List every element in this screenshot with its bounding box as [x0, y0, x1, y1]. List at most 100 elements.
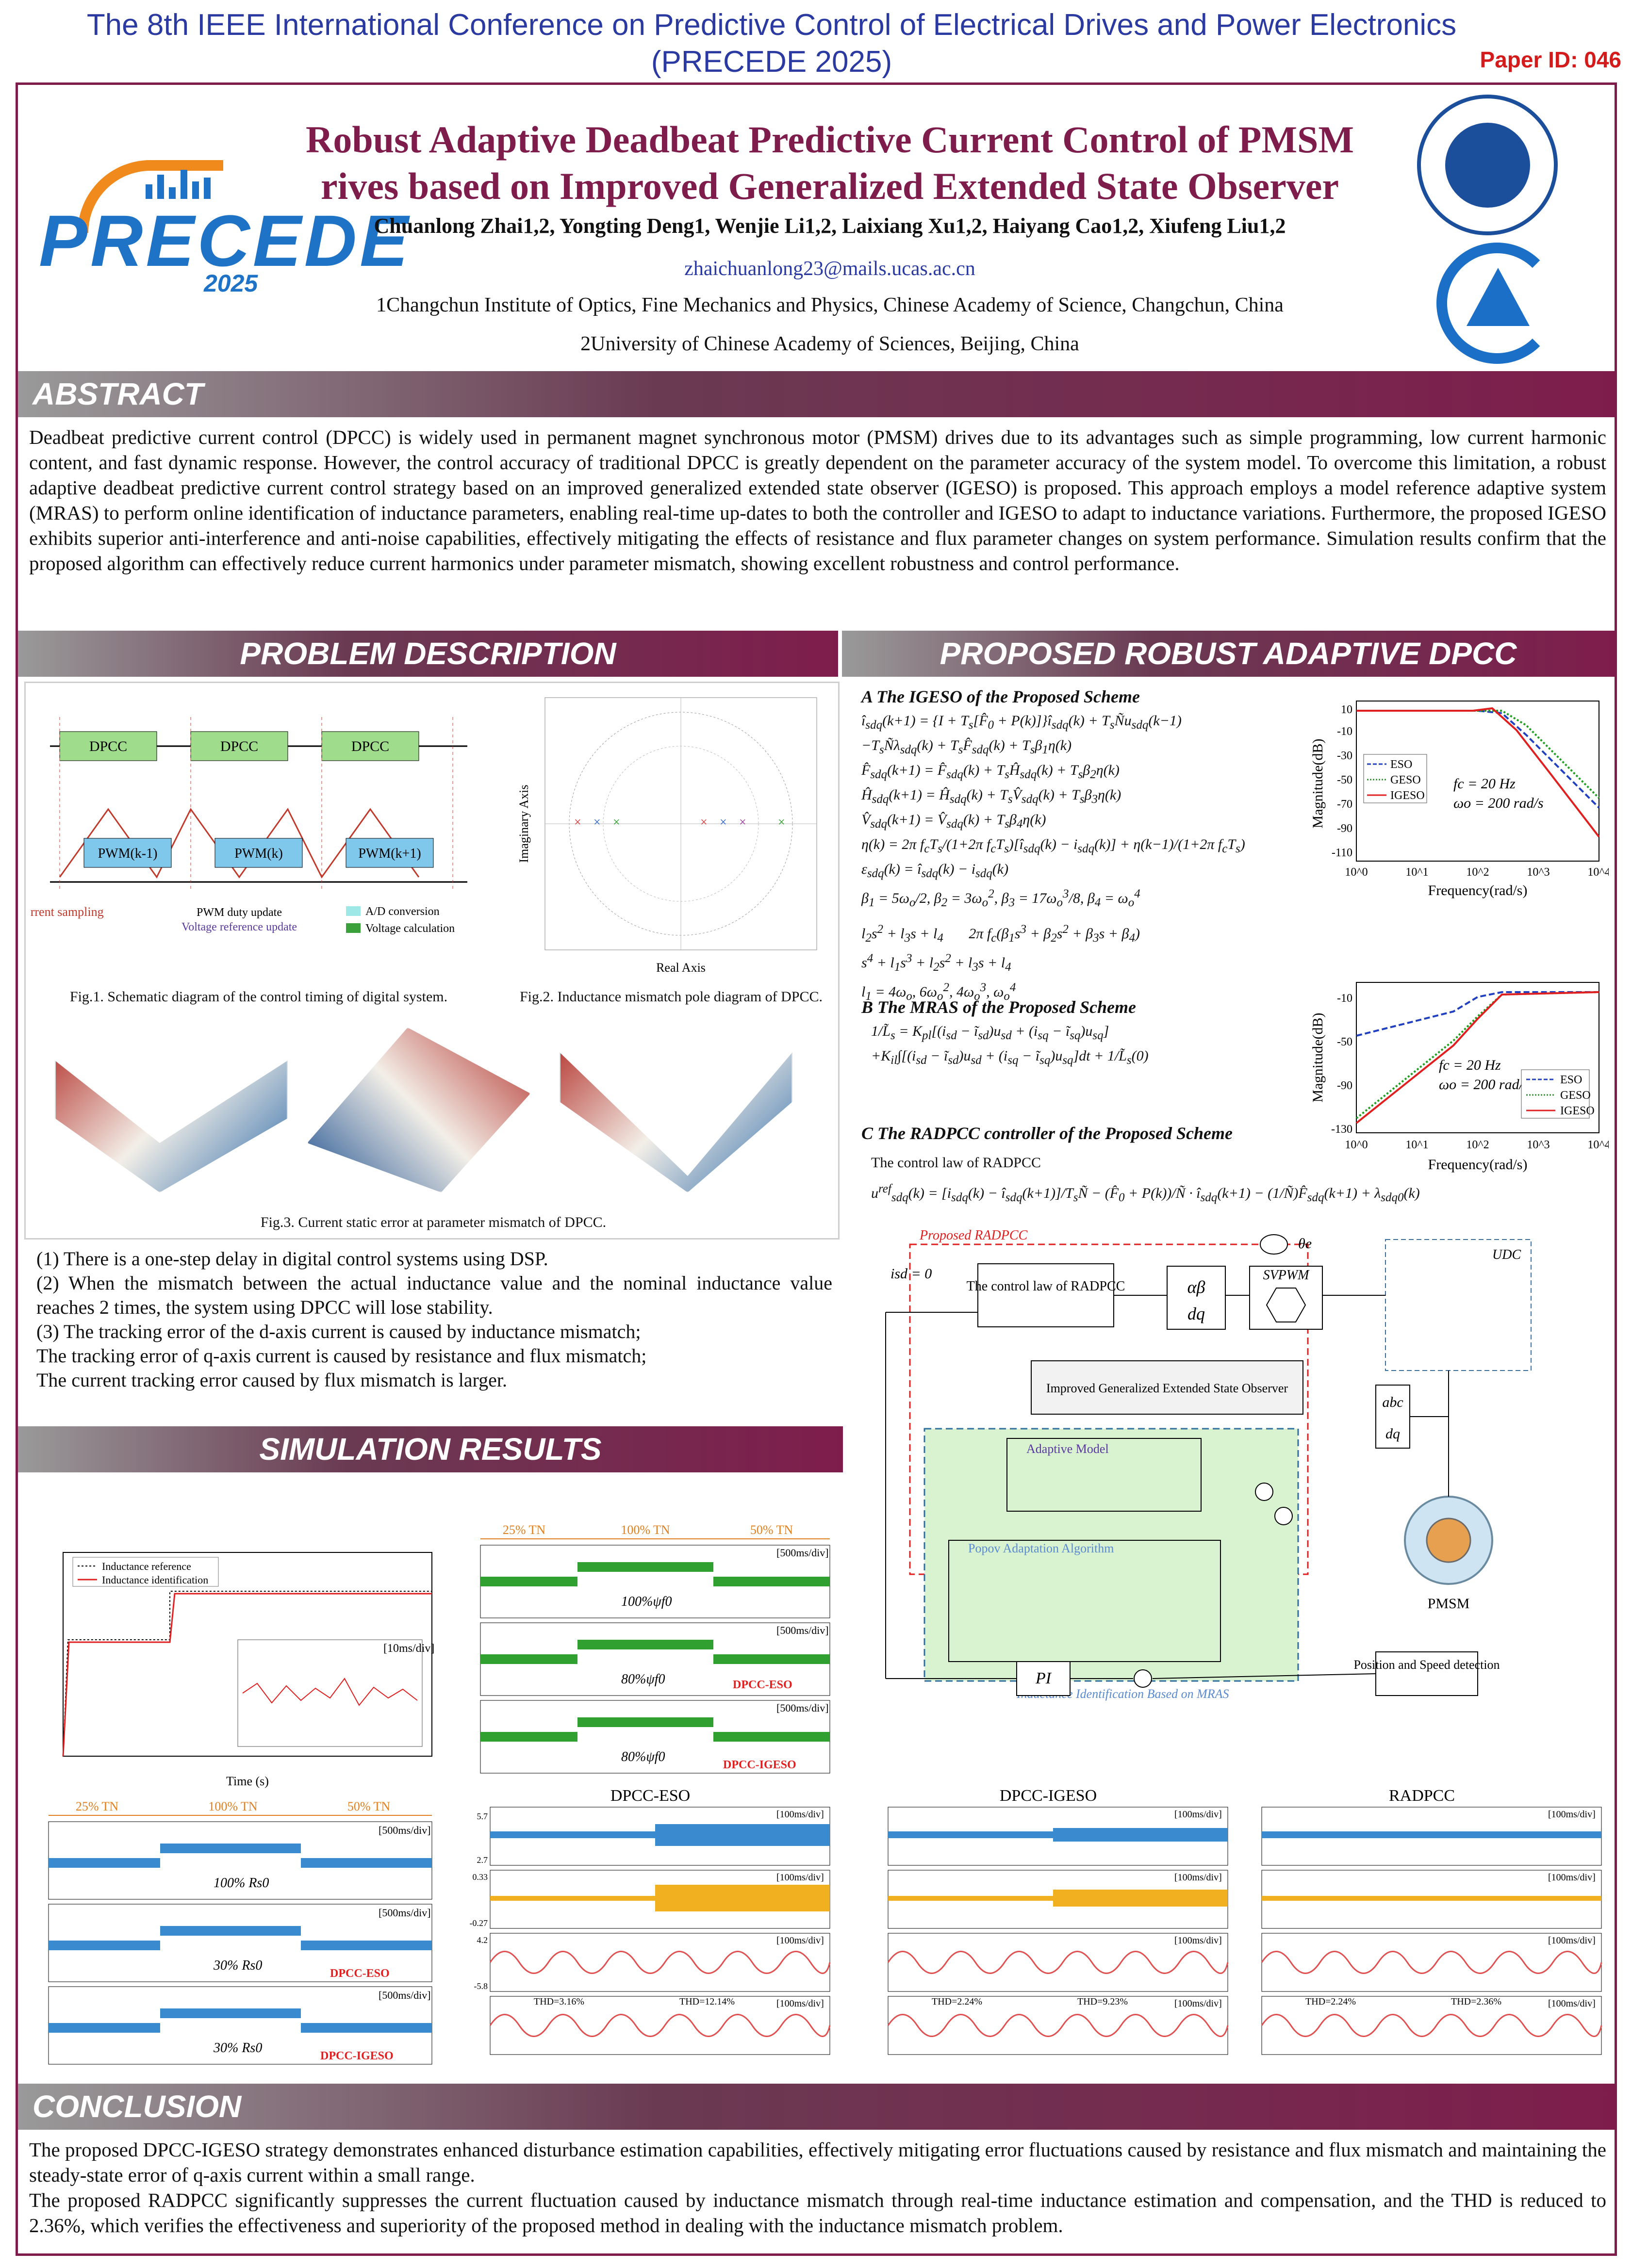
svg-text:30% Rs0: 30% Rs0 — [213, 2040, 262, 2056]
svg-text:-0.27: -0.27 — [470, 1918, 488, 1928]
surface-plot-1 — [55, 1061, 288, 1192]
svg-text:×: × — [739, 815, 746, 829]
svg-text:-50: -50 — [1337, 774, 1352, 786]
svg-text:[10ms/div]: [10ms/div] — [383, 1642, 434, 1655]
svg-text:DPCC-IGESO: DPCC-IGESO — [723, 1759, 796, 1771]
inverter-box — [1385, 1239, 1532, 1371]
svg-text:Inductance reference: Inductance reference — [102, 1560, 191, 1572]
institute-logo-icon — [1436, 243, 1558, 364]
pwm-carrier — [59, 808, 420, 879]
eso-curve — [1356, 710, 1600, 809]
svg-text:IGESO: IGESO — [1390, 789, 1425, 802]
svg-text:PMSM: PMSM — [1428, 1596, 1470, 1612]
svg-text:[100ms/div]: [100ms/div] — [1548, 1935, 1596, 1946]
voltage-calc-swatch — [346, 923, 361, 933]
svg-text:ESO: ESO — [1560, 1074, 1582, 1086]
svg-text:-130: -130 — [1331, 1123, 1352, 1136]
svg-text:Proposed RADPCC: Proposed RADPCC — [919, 1228, 1027, 1243]
email-link[interactable]: zhaichuanlong23@mails.ucas.ac.cn — [684, 258, 975, 280]
column-dpcc-eso: DPCC-ESO [100ms/div] [100ms/div] [100ms/… — [470, 1787, 831, 2055]
svg-text:DPCC-IGESO: DPCC-IGESO — [1000, 1787, 1097, 1805]
point-5: The current tracking error caused by flu… — [36, 1369, 508, 1391]
svg-text:fc = 20 Hz: fc = 20 Hz — [1453, 776, 1516, 792]
svg-text:Popov Adaptation Algorithm: Popov Adaptation Algorithm — [968, 1541, 1114, 1555]
svg-text:THD=3.16%: THD=3.16% — [534, 1996, 584, 2007]
svg-text:10: 10 — [1341, 703, 1352, 716]
svg-text:DPCC-ESO: DPCC-ESO — [733, 1679, 792, 1691]
svg-text:[500ms/div]: [500ms/div] — [776, 1624, 829, 1636]
svg-text:100%ψf0: 100%ψf0 — [621, 1594, 672, 1609]
svg-text:[500ms/div]: [500ms/div] — [776, 1547, 829, 1559]
svg-text:isd = 0: isd = 0 — [890, 1266, 932, 1282]
svg-text:10^3: 10^3 — [1527, 866, 1550, 879]
abstract-text: Deadbeat predictive current control (DPC… — [29, 426, 1606, 574]
svg-text:THD=9.23%: THD=9.23% — [1077, 1996, 1128, 2007]
svg-text:[500ms/div]: [500ms/div] — [379, 1824, 431, 1836]
pole-xlabel: Real Axis — [656, 961, 706, 975]
surface-plots — [35, 1018, 831, 1212]
bode-ylabel-top: Magnitude(dB) — [1310, 739, 1326, 829]
svg-text:ωo = 200 rad/s: ωo = 200 rad/s — [1453, 795, 1544, 811]
legend-pwm-duty: PWM duty update — [197, 906, 282, 919]
triangle-icon — [1467, 268, 1530, 326]
dpcc-label-3: DPCC — [351, 738, 389, 754]
svg-text:10^4: 10^4 — [1587, 866, 1609, 879]
proposed-panel: A The IGESO of the Proposed Scheme îsdq(… — [842, 682, 1615, 1783]
svg-text:[100ms/div]: [100ms/div] — [776, 1872, 824, 1883]
pwm-block-1 — [83, 838, 172, 868]
svg-text:PI: PI — [1035, 1669, 1052, 1687]
timing-diagram: DPCC DPCC DPCC PWM(k-1) PWM(k) PWM(k+1) … — [31, 717, 467, 935]
conclusion-p1: The proposed DPCC-IGESO strategy demonst… — [29, 2138, 1606, 2186]
svg-text:-90: -90 — [1337, 822, 1352, 835]
svg-text:4.2: 4.2 — [477, 1935, 488, 1945]
svg-text:-10: -10 — [1337, 992, 1352, 1005]
conclusion-heading: CONCLUSION — [18, 2084, 1615, 2130]
svg-text:10^2: 10^2 — [1466, 866, 1489, 879]
svg-text:[100ms/div]: [100ms/div] — [1174, 1935, 1222, 1946]
svg-text:[100ms/div]: [100ms/div] — [1174, 1872, 1222, 1883]
svg-text:Time (s): Time (s) — [226, 1774, 269, 1788]
svg-text:-70: -70 — [1337, 798, 1352, 811]
svg-text:10^2: 10^2 — [1466, 1139, 1489, 1151]
svg-text:25% TN: 25% TN — [503, 1523, 546, 1537]
authors: Chuanlong Zhai1,2, Yongting Deng1, Wenji… — [374, 214, 1286, 238]
sub-a: A The IGESO of the Proposed Scheme — [861, 687, 1140, 706]
surface-plot-3 — [560, 1052, 792, 1192]
pwm-label-2: PWM(k) — [234, 846, 283, 861]
paper-title-line2: rives based on Improved Generalized Exte… — [321, 165, 1339, 207]
svg-text:Inductance identification: Inductance identification — [102, 1574, 208, 1586]
svg-text:-5.8: -5.8 — [474, 1981, 488, 1991]
sub-b: B The MRAS of the Proposed Scheme — [861, 997, 1137, 1017]
pwm-block-3 — [346, 838, 434, 868]
svg-text:GESO: GESO — [1560, 1089, 1591, 1102]
pwm-block-2 — [214, 838, 303, 868]
svg-text:[100ms/div]: [100ms/div] — [1174, 1998, 1222, 2009]
igeso-equations: îsdq(k+1) = {I + Ts[F̂0 + P(k)]}îsdq(k) … — [861, 713, 1245, 909]
svg-text:×: × — [720, 815, 727, 829]
inductance-plot: [10ms/div] Inductance reference Inductan… — [62, 1552, 434, 1788]
fig2-caption: Fig.2. Inductance mismatch pole diagram … — [519, 989, 823, 1005]
svg-text:Frequency(rad/s): Frequency(rad/s) — [1428, 1157, 1528, 1173]
paper-title: Robust Adaptive Deadbeat Predictive Curr… — [272, 116, 1388, 210]
dpcc-block-2 — [190, 731, 288, 761]
svg-text:-30: -30 — [1337, 750, 1352, 762]
mras-equations: 1/L̃s = Kpl[(isd − ĩsd)usd + (isq − ĩsq)… — [871, 1023, 1149, 1067]
svg-text:[100ms/div]: [100ms/div] — [776, 1935, 824, 1946]
control-law-label: The control law of RADPCC — [871, 1155, 1041, 1171]
svg-text:25% TN: 25% TN — [76, 1800, 119, 1813]
svg-text:×: × — [574, 815, 581, 829]
svg-text:100% Rs0: 100% Rs0 — [214, 1876, 269, 1891]
svg-text:30% Rs0: 30% Rs0 — [213, 1958, 262, 1973]
svg-text:abc: abc — [1382, 1394, 1403, 1410]
dpcc-block-1 — [59, 731, 157, 761]
park-transform-box — [1167, 1266, 1226, 1330]
cas-logo-icon — [1417, 95, 1558, 235]
conference-title-line2: (PRECEDE 2025) — [651, 45, 892, 79]
svg-text:-90: -90 — [1337, 1079, 1352, 1092]
conclusion-p2: The proposed RADPCC significantly suppre… — [29, 2189, 1606, 2236]
fig3-caption: Fig.3. Current static error at parameter… — [260, 1214, 607, 1230]
column-radpcc: RADPCC [100ms/div] [100ms/div] [100ms/di… — [1261, 1787, 1602, 2055]
svg-text:×: × — [778, 815, 785, 829]
svg-text:[500ms/div]: [500ms/div] — [379, 1989, 431, 2001]
svg-text:GESO: GESO — [1390, 774, 1421, 786]
